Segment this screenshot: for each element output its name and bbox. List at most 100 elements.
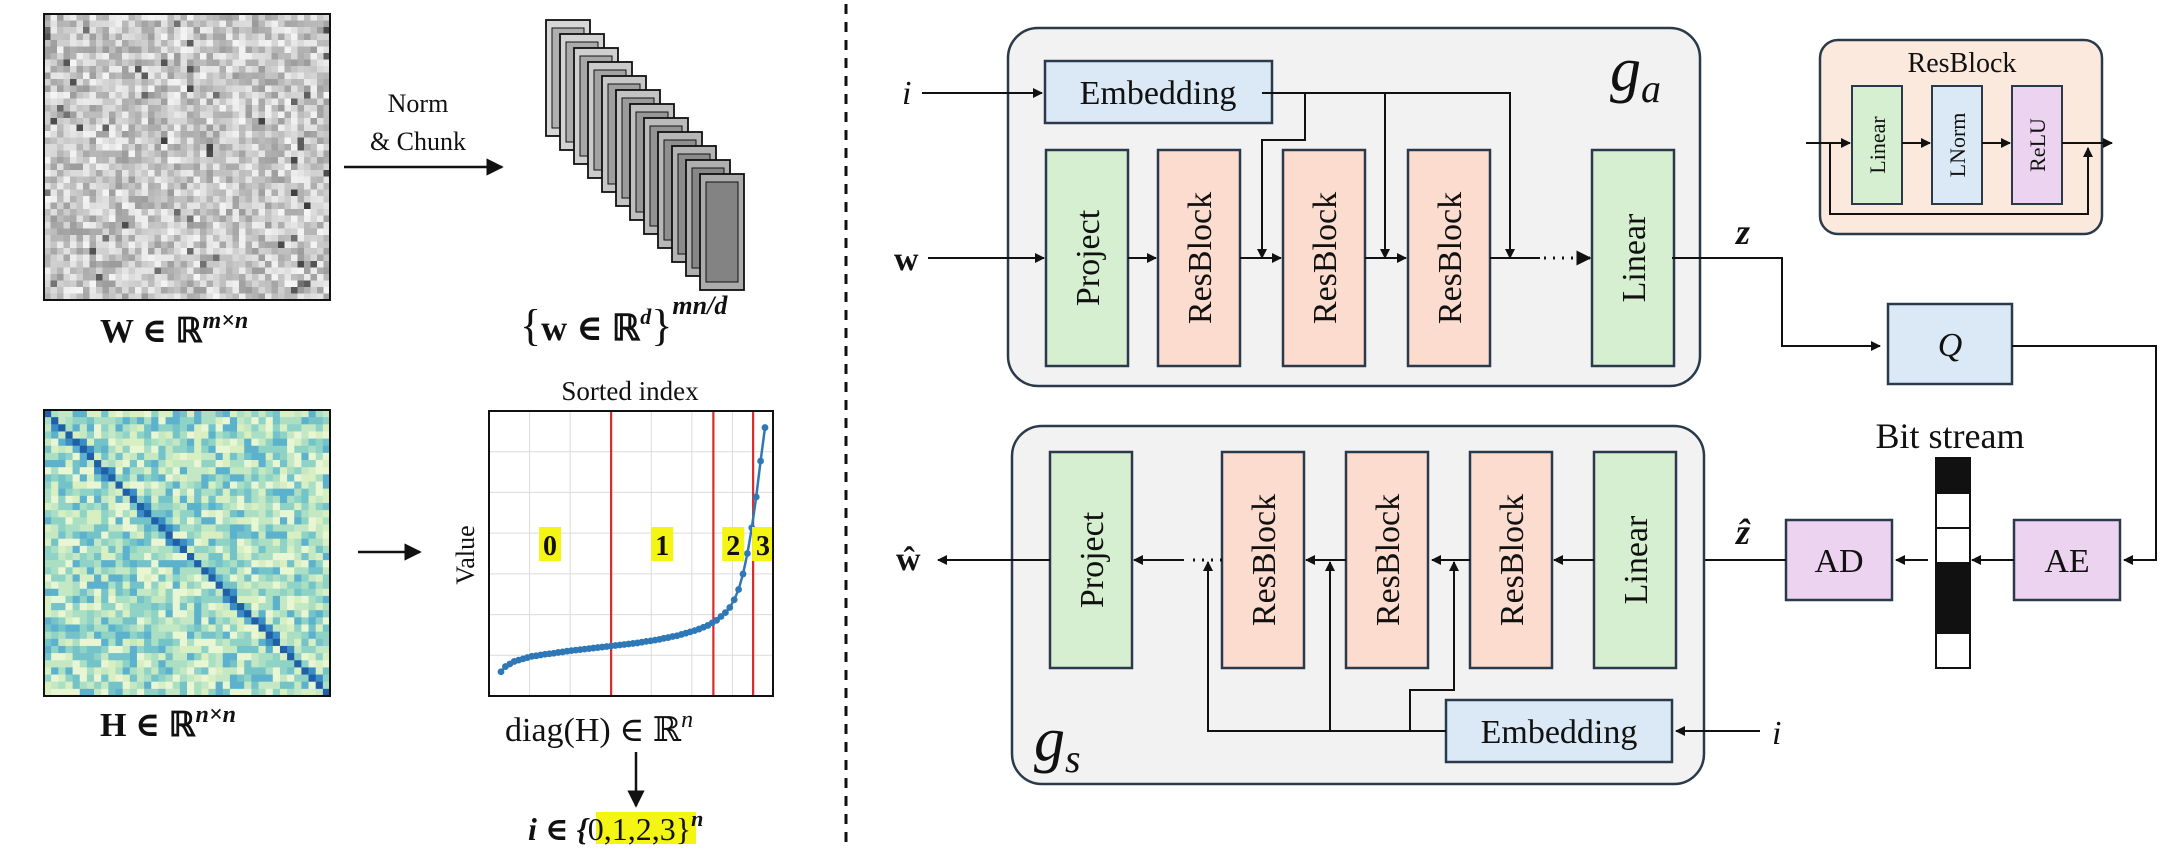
bit-stream [1935,457,1971,669]
decoder-panel: gs Project ResBlock ResBlock ResBlock Linear… [896,424,1781,786]
chart-point [717,613,725,620]
bit-cell [1935,632,1971,669]
hessian-matrix-image [44,410,331,697]
diag-label: diag(H) ∈ ℝn [505,707,693,749]
chunk-label: & Chunk [370,127,466,156]
left-panel: Norm & Chunk W ∈ ℝm×n {w ∈ ℝd}mn/d H ∈ ℝ… [43,13,775,847]
chart-group-highlight [539,527,562,561]
chart-point [757,457,764,465]
bit-cell [1935,527,1971,564]
encoder-resblock-3-block [1406,148,1492,368]
chart-ylabel: Value [451,525,480,584]
chart-point [713,616,720,624]
svg-text:i ∈ {0,1,2,3}n: i ∈ {0,1,2,3}n [528,806,703,847]
weight-matrix-image [44,14,331,301]
chart-group-highlight [651,527,674,561]
encoder-linear-label: Linear [1616,213,1653,302]
resblock-detail-lnorm-label: LNorm [1945,113,1970,178]
decoder-resblock-1-label: ResBlock [1246,494,1283,626]
decoder-resblock-2-label: ResBlock [1370,494,1407,626]
quantizer-label: Q [1938,327,1963,364]
resblock-detail-title: ResBlock [1908,48,2017,79]
chart-group-label: 3 [756,531,770,562]
decoder-embedding-label: Embedding [1481,714,1638,751]
resblock-detail-lnorm-block [1931,85,1983,205]
resblock-detail-relu-block [2011,85,2063,205]
resblock-detail-linear-block [1851,85,1903,205]
encoder-blocks: Project ResBlock ResBlock ResBlock Linear [1044,148,1676,368]
decoder-output-what: ŵ [896,541,921,578]
quantizer-block [1886,302,2014,386]
decoder-name: gs [1034,706,1081,781]
encoder-embedding-lines [1257,92,1515,259]
chunks-label: {w ∈ ℝd}mn/d [520,291,728,350]
encoder-resblock-1-block [1156,148,1242,368]
chart-point [735,586,742,593]
encoder-embedding-block [1043,59,1274,125]
encoder-resblock-1-label: ResBlock [1182,192,1219,324]
chunk-stack [545,19,745,291]
decoder-linear-label: Linear [1618,515,1655,604]
weight-matrix-label: W ∈ ℝm×n [100,308,248,350]
encoder-resblock-2-label: ResBlock [1307,192,1344,324]
decoder-project-block [1048,450,1134,670]
index-values-highlight [596,812,696,844]
encoder-linear-block [1590,148,1676,368]
decoder-embedding-lines [1203,561,1459,732]
hessian-matrix-label: H ∈ ℝn×n [100,702,236,744]
chart-point [726,604,734,611]
q-to-ae-arrow [2012,345,2157,565]
decoder-input-zhat: ẑ [1734,512,1751,552]
encoder-name: ga [1610,36,1661,111]
chart-group-label: 2 [726,531,740,562]
decoder-resblock-3-block [1468,450,1554,670]
chart-point [739,570,747,578]
arithmetic-encoder-label: AE [2044,543,2089,580]
encoder-input-w: w [894,241,919,278]
norm-label: Norm [388,89,449,118]
chart-point [722,609,729,617]
chart-group-label: 0 [543,531,557,562]
chart-point [761,424,769,431]
chart-point [744,550,751,557]
arithmetic-decoder-label: AD [1814,543,1863,580]
decoder-project-label: Project [1074,511,1111,608]
bit-cell [1935,492,1971,529]
chart-point [730,596,738,604]
encoder-embedding-label: Embedding [1080,75,1237,112]
encoder-panel: ga i Embedding w Project ResBlock ResBlock… [894,26,1881,388]
bit-cell [1935,457,1971,494]
decoder-resblock-3-label: ResBlock [1494,494,1531,626]
encoder-output-z: z [1734,212,1750,252]
resblock-detail-relu-label: ReLU [2025,118,2050,172]
coding-section: Q Bit stream AE AD ẑ [1675,302,2157,669]
chart-point [752,493,760,501]
chart-point [497,668,505,676]
hessian-matrix-border [43,409,331,697]
bit-stream-label: Bit stream [1876,416,2025,456]
decoder-blocks: Project ResBlock ResBlock ResBlock Linear [1048,450,1678,670]
encoder-project-label: Project [1070,209,1107,306]
chart-series [497,424,769,676]
decoder-linear-block [1592,450,1678,670]
bit-cell [1935,562,1971,599]
chart-title: Sorted index [561,376,699,406]
chart-group-label: 1 [655,531,669,562]
encoder-input-i: i [902,75,911,112]
chart-group-highlight [752,527,775,561]
encoder-resblock-3-label: ResBlock [1432,192,1469,324]
weight-matrix-border [43,13,331,301]
resblock-detail-linear-label: Linear [1865,116,1890,174]
z-to-q-arrow [1672,257,1881,351]
chart-group-highlight [722,527,745,561]
arithmetic-decoder-block [1784,518,1894,602]
decoder-embedding-block [1444,698,1674,764]
decoder-input-i: i [1772,715,1781,752]
chart-frame [488,410,774,697]
resblock-detail: ResBlock Linear LNorm ReLU [1806,38,2113,236]
bit-cell [1935,597,1971,634]
